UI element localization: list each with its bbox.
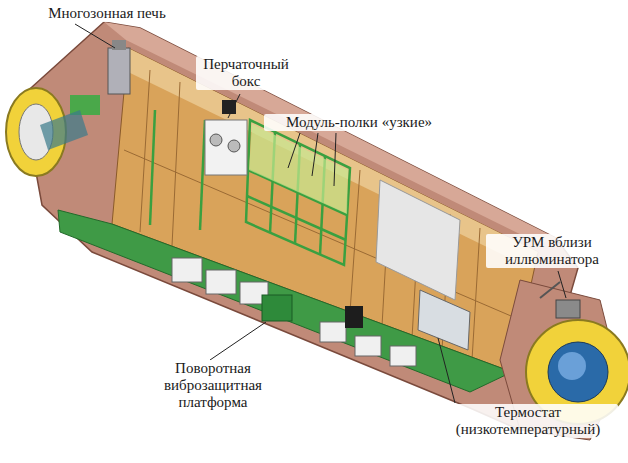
shelves-label: Модуль-полки «узкие»: [264, 114, 454, 131]
glovebox-label: Перчаточный бокс: [196, 56, 296, 90]
workplace-label: УРМ вблизи иллюминатора: [486, 234, 618, 268]
thermostat-label: Термостат (низкотемпературный): [438, 404, 618, 438]
platform-label: Поворотная виброзащитная платформа: [128, 360, 298, 411]
furnace-label: Многозонная печь: [32, 5, 182, 22]
